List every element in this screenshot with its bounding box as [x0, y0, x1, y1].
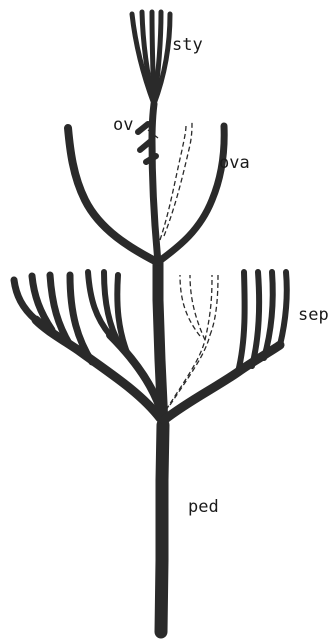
pedicel-trace	[158, 262, 163, 632]
left-sepal-traces	[14, 272, 160, 418]
label-ova: ova	[219, 153, 250, 173]
ovary-traces	[68, 104, 224, 262]
label-sty: sty	[172, 35, 203, 55]
style-traces	[132, 12, 170, 104]
label-ov: ov	[113, 115, 133, 135]
right-sepal-traces	[164, 272, 287, 420]
label-ped: ped	[188, 497, 219, 517]
label-sep: sep	[298, 305, 329, 325]
dashed-traces	[160, 122, 218, 410]
